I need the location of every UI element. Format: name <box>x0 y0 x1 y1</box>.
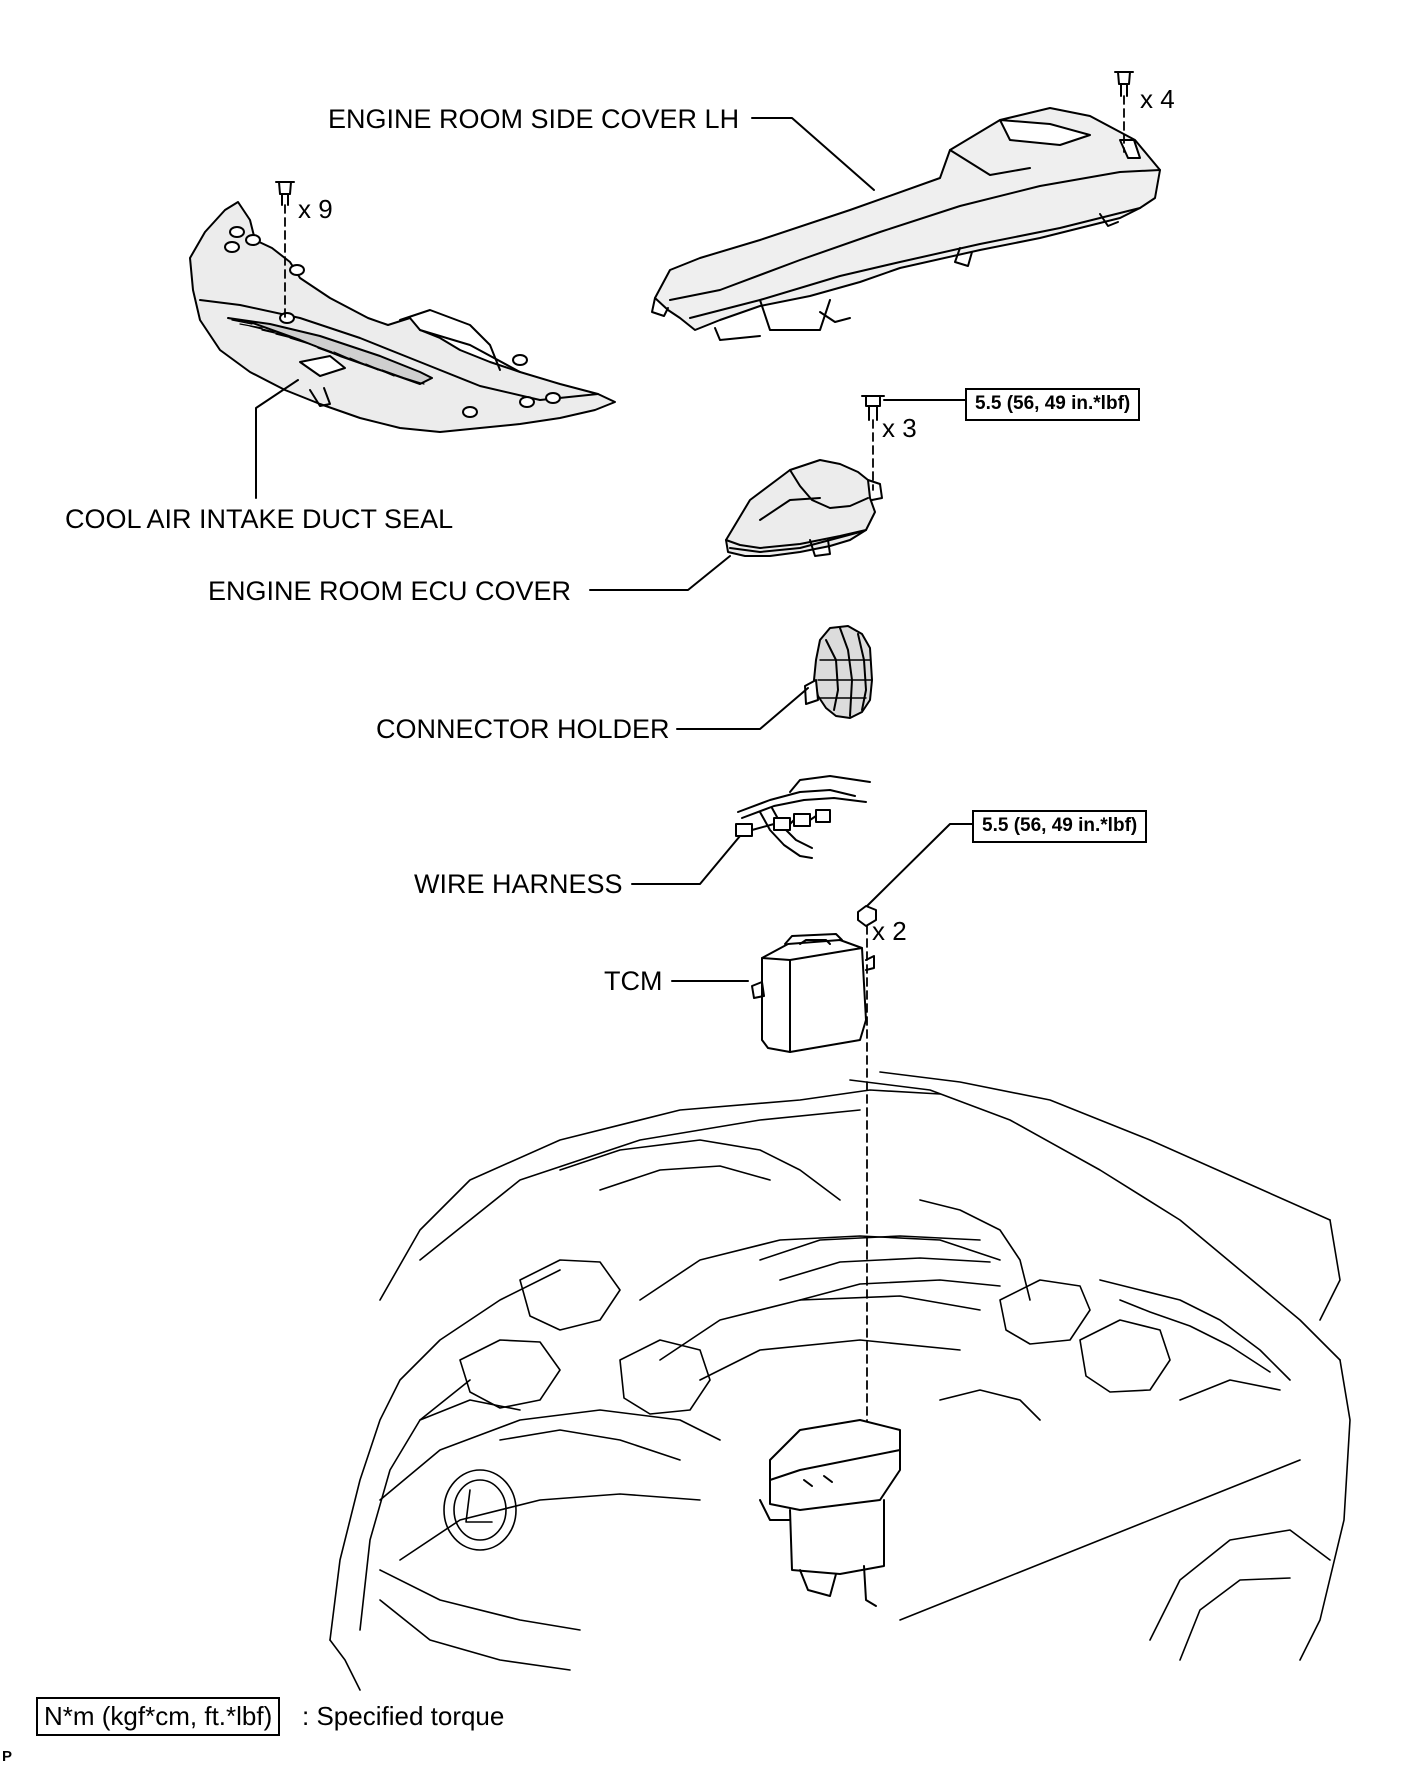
qty-side-cover-clips: x 4 <box>1140 84 1175 114</box>
engine-room-side-cover-lh-leader <box>751 117 875 191</box>
qty-tcm-nuts: x 2 <box>872 916 907 946</box>
side-cover-clip-icon <box>1114 71 1134 153</box>
label-cool-air-intake-duct-seal: COOL AIR INTAKE DUCT SEAL <box>65 504 454 534</box>
torque-ecu-cover-bolt: 5.5 (56, 49 in.*lbf) <box>965 388 1141 421</box>
engine-room-side-cover-lh-part <box>651 107 1161 341</box>
qty-ecu-cover-bolts: x 3 <box>882 413 917 443</box>
page-ref: P <box>2 1748 13 1765</box>
wire-harness-part <box>735 775 871 859</box>
connector-holder-leader <box>676 687 809 730</box>
engine-room-ecu-cover-leader <box>589 555 731 591</box>
qty-duct-seal-clips: x 9 <box>298 194 333 224</box>
ecu-cover-bolt-icon <box>861 395 966 491</box>
legend-torque-unit-box: N*m (kgf*cm, ft.*lbf) <box>36 1697 281 1736</box>
label-connector-holder: CONNECTOR HOLDER <box>376 714 670 744</box>
engine-room-ecu-cover-part <box>725 459 883 557</box>
label-tcm: TCM <box>604 966 663 996</box>
legend-description: : Specified torque <box>302 1701 505 1731</box>
label-engine-room-side-cover-lh: ENGINE ROOM SIDE COVER LH <box>328 104 740 134</box>
connector-holder-part <box>804 625 873 719</box>
label-engine-room-ecu-cover: ENGINE ROOM ECU COVER <box>208 576 572 606</box>
duct-seal-clip-icon <box>275 181 295 321</box>
wire-harness-leader <box>631 835 741 885</box>
label-wire-harness: WIRE HARNESS <box>414 869 623 899</box>
cool-air-intake-duct-seal-leader <box>255 379 299 499</box>
tcm-part <box>751 933 875 1053</box>
vehicle-engine-bay <box>329 1071 1351 1691</box>
torque-tcm-nut: 5.5 (56, 49 in.*lbf) <box>972 810 1148 843</box>
cool-air-intake-duct-seal-part <box>189 201 616 433</box>
tcm-nut-icon <box>857 823 973 1461</box>
